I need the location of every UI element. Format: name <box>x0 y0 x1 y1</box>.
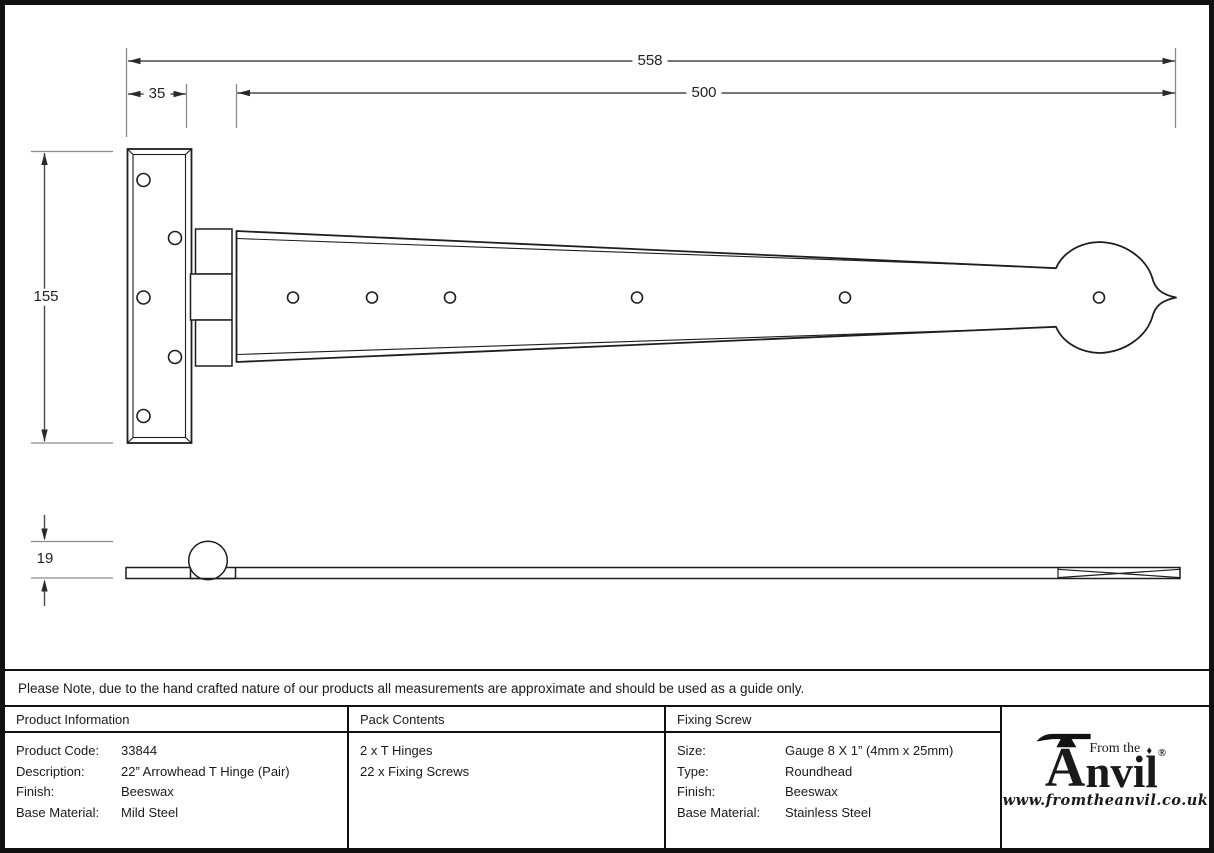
hinge-technical-drawing <box>31 48 1181 606</box>
row-label: Finish: <box>16 784 55 799</box>
list-item: 22 x Fixing Screws <box>360 763 470 779</box>
product-information-body: Product Code: 33844 Description: 22” Arr… <box>5 733 347 823</box>
row-value: Beeswax <box>121 784 174 799</box>
logo-initial: A <box>1044 736 1085 799</box>
row-label: Base Material: <box>16 804 100 820</box>
table-row: Size: Gauge 8 X 1” (4mm x 25mm) <box>677 741 1000 762</box>
screw-hole <box>1092 291 1106 304</box>
product-information-header: Product Information <box>5 707 347 733</box>
row-value: Mild Steel <box>121 804 179 820</box>
hinge-knuckle <box>189 228 233 367</box>
row-value: 33844 <box>121 743 158 758</box>
diamond-icon: ♦ <box>1146 744 1153 757</box>
from-the-anvil-logo: A From the ♦ nvil ® www.fromtheanvil.co.… <box>1002 733 1209 809</box>
table-row: Finish: Beeswax <box>16 782 347 803</box>
dimension-plate-height: 155 <box>28 288 64 306</box>
dimension-overall-length: 558 <box>632 52 668 70</box>
logo-letter-a: A <box>1036 733 1091 796</box>
measurement-note: Please Note, due to the hand crafted nat… <box>5 669 1209 707</box>
screw-hole <box>136 172 151 188</box>
pack-contents-column: Pack Contents 2 x T Hinges 22 x Fixing S… <box>347 707 664 848</box>
screw-hole <box>286 291 300 304</box>
table-row: Base Material: Stainless Steel <box>677 803 1000 824</box>
screw-hole <box>136 290 151 305</box>
screw-hole <box>167 230 183 246</box>
logo-wordmark: From the ♦ nvil ® <box>1085 741 1166 797</box>
row-label: Finish: <box>677 784 716 799</box>
fixing-screw-header: Fixing Screw <box>666 707 1000 733</box>
anvil-icon <box>1036 733 1091 747</box>
row-label: Size: <box>677 743 706 758</box>
logo-prefix-text: From the <box>1089 741 1141 756</box>
logo-main: A From the ♦ nvil ® <box>1036 733 1166 797</box>
screw-hole <box>136 408 151 424</box>
registered-mark: ® <box>1157 746 1167 759</box>
table-row: Product Code: 33844 <box>16 741 347 762</box>
row-value: Stainless Steel <box>785 804 871 820</box>
front-view-strap <box>235 230 1177 363</box>
row-value: Beeswax <box>785 784 838 799</box>
plate-screw-holes <box>136 172 183 424</box>
row-label: Type: <box>677 763 709 779</box>
dimension-knuckle-height: 19 <box>31 550 59 568</box>
row-value: Roundhead <box>785 763 853 779</box>
logo-name-rest: nvil ® <box>1085 746 1166 797</box>
note-text: Please Note, due to the hand crafted nat… <box>18 680 805 696</box>
logo-prefix: From the ♦ <box>1085 741 1166 758</box>
screw-hole <box>630 291 644 304</box>
brand-logo-cell: A From the ♦ nvil ® www.fromtheanvil.co.… <box>1000 707 1209 848</box>
dimension-plate-width: 35 <box>143 85 171 103</box>
table-row: Base Material: Mild Steel <box>16 803 347 824</box>
fixing-screw-body: Size: Gauge 8 X 1” (4mm x 25mm) Type: Ro… <box>666 733 1000 823</box>
list-item: 2 x T Hinges <box>360 743 433 758</box>
row-label: Description: <box>16 763 85 779</box>
extension-lines <box>31 48 1177 579</box>
table-row: Finish: Beeswax <box>677 782 1000 803</box>
spec-table: Product Information Product Code: 33844 … <box>5 707 1209 848</box>
dimension-strap-length: 500 <box>686 84 722 102</box>
side-view-knuckle <box>187 540 229 581</box>
product-information-column: Product Information Product Code: 33844 … <box>5 707 347 848</box>
logo-website: www.fromtheanvil.co.uk <box>1002 791 1209 809</box>
screw-hole <box>443 291 457 304</box>
logo-rest-text: nvil <box>1085 746 1158 797</box>
strap-screw-holes <box>286 291 1106 304</box>
table-row: Description: 22” Arrowhead T Hinge (Pair… <box>16 762 347 783</box>
row-label: Base Material: <box>677 804 761 820</box>
row-label: Product Code: <box>16 743 100 758</box>
row-value: 22” Arrowhead T Hinge (Pair) <box>121 763 290 779</box>
row-value: Gauge 8 X 1” (4mm x 25mm) <box>785 743 954 758</box>
screw-hole <box>167 349 183 365</box>
table-row: Type: Roundhead <box>677 762 1000 783</box>
screw-hole <box>838 291 852 304</box>
fixing-screw-column: Fixing Screw Size: Gauge 8 X 1” (4mm x 2… <box>664 707 1000 848</box>
pack-contents-body: 2 x T Hinges 22 x Fixing Screws <box>349 733 664 782</box>
screw-hole <box>365 291 379 304</box>
pack-contents-header: Pack Contents <box>349 707 664 733</box>
side-view-drawing <box>125 540 1181 581</box>
